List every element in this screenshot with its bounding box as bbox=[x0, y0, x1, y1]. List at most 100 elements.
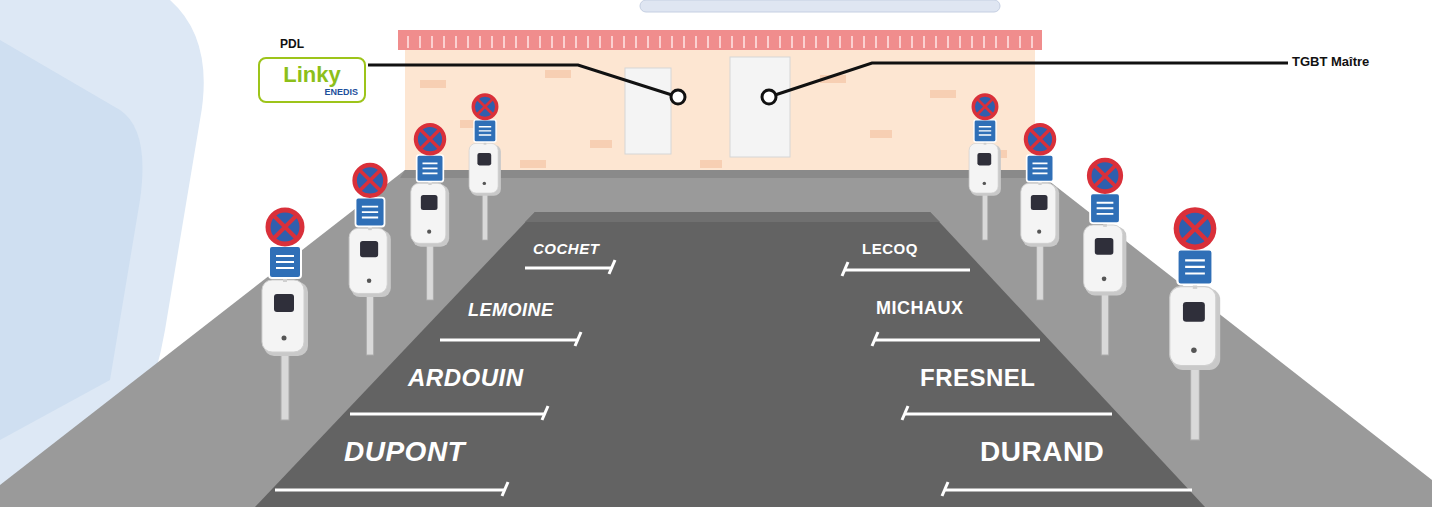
sidewalk bbox=[0, 170, 1432, 507]
tick bbox=[899, 36, 901, 48]
leader-line bbox=[368, 65, 672, 95]
parking-line bbox=[845, 269, 970, 272]
parking-name: ARDOUIN bbox=[408, 364, 524, 392]
charging-station bbox=[411, 125, 449, 300]
tick bbox=[851, 36, 853, 48]
tick bbox=[707, 36, 709, 48]
parking-tick bbox=[542, 406, 548, 420]
parking-name: LEMOINE bbox=[468, 300, 554, 321]
logo-box: LinkyENEDIS bbox=[258, 57, 366, 103]
logo-brand: ENEDIS bbox=[266, 87, 358, 97]
tick bbox=[659, 36, 661, 48]
tick bbox=[479, 36, 481, 48]
parking-tick bbox=[842, 262, 848, 276]
charging-station bbox=[349, 165, 391, 355]
tick bbox=[791, 36, 793, 48]
tick bbox=[647, 36, 649, 48]
tick bbox=[995, 36, 997, 48]
parking-line bbox=[905, 413, 1112, 416]
charging-station bbox=[1021, 125, 1059, 300]
meter-logo: PDL LinkyENEDIS bbox=[258, 37, 366, 103]
tick bbox=[695, 36, 697, 48]
tick bbox=[515, 36, 517, 48]
tick bbox=[443, 36, 445, 48]
tick bbox=[803, 36, 805, 48]
parking-name: DURAND bbox=[980, 436, 1104, 468]
tick bbox=[563, 36, 565, 48]
tick bbox=[959, 36, 961, 48]
parking-tick bbox=[575, 332, 581, 346]
parking-line bbox=[440, 339, 578, 342]
tick bbox=[755, 36, 757, 48]
charging-station bbox=[1170, 210, 1220, 440]
leader-line bbox=[775, 63, 1288, 95]
parking-name: COCHET bbox=[533, 240, 599, 257]
parking-line bbox=[875, 339, 1040, 342]
tick bbox=[503, 36, 505, 48]
tick bbox=[587, 36, 589, 48]
tick bbox=[575, 36, 577, 48]
parking-name: LECOQ bbox=[862, 240, 918, 257]
leader-lines bbox=[368, 63, 1288, 95]
tick bbox=[635, 36, 637, 48]
tgbt-cabinet bbox=[730, 57, 790, 157]
parking-name: DUPONT bbox=[344, 436, 465, 468]
tick bbox=[731, 36, 733, 48]
parking-line bbox=[350, 413, 545, 416]
leader-end bbox=[762, 90, 776, 104]
tick bbox=[1031, 36, 1033, 48]
tick bbox=[491, 36, 493, 48]
tick bbox=[419, 36, 421, 48]
tick bbox=[467, 36, 469, 48]
parking-tick bbox=[902, 406, 908, 420]
tick bbox=[827, 36, 829, 48]
parking-tick bbox=[502, 482, 508, 496]
parking-tick bbox=[942, 482, 948, 496]
charging-station bbox=[1084, 160, 1127, 355]
asphalt bbox=[255, 212, 1205, 507]
tick bbox=[839, 36, 841, 48]
tick bbox=[887, 36, 889, 48]
parking-tick bbox=[609, 260, 615, 274]
tick bbox=[527, 36, 529, 48]
tick bbox=[767, 36, 769, 48]
tick bbox=[815, 36, 817, 48]
tick bbox=[935, 36, 937, 48]
tick bbox=[971, 36, 973, 48]
tick bbox=[983, 36, 985, 48]
parking-lines bbox=[275, 260, 1192, 496]
tick bbox=[719, 36, 721, 48]
tick bbox=[683, 36, 685, 48]
charging-station bbox=[469, 95, 501, 240]
tick bbox=[863, 36, 865, 48]
parking-name: MICHAUX bbox=[876, 298, 964, 319]
bricks bbox=[420, 70, 1007, 168]
roof-trim-ticks bbox=[408, 36, 1032, 48]
parking-line bbox=[275, 489, 505, 492]
roof-trim bbox=[398, 30, 1042, 50]
tick bbox=[671, 36, 673, 48]
charging-station bbox=[262, 210, 308, 420]
tick bbox=[539, 36, 541, 48]
charging-stations bbox=[262, 95, 1220, 440]
tick bbox=[599, 36, 601, 48]
tick bbox=[611, 36, 613, 48]
tick bbox=[779, 36, 781, 48]
tick bbox=[923, 36, 925, 48]
tick bbox=[407, 36, 409, 48]
tick bbox=[551, 36, 553, 48]
parking-name: FRESNEL bbox=[920, 364, 1036, 392]
top-bar bbox=[640, 0, 1000, 12]
meter-label: PDL bbox=[258, 37, 366, 51]
tick bbox=[911, 36, 913, 48]
tick bbox=[431, 36, 433, 48]
charging-station bbox=[969, 95, 1001, 240]
tick bbox=[875, 36, 877, 48]
leader-end bbox=[671, 90, 685, 104]
tick bbox=[947, 36, 949, 48]
parking-line bbox=[945, 489, 1192, 492]
tick bbox=[455, 36, 457, 48]
logo-text: Linky bbox=[266, 63, 358, 87]
panel-label: TGBT Maître bbox=[1292, 54, 1369, 69]
